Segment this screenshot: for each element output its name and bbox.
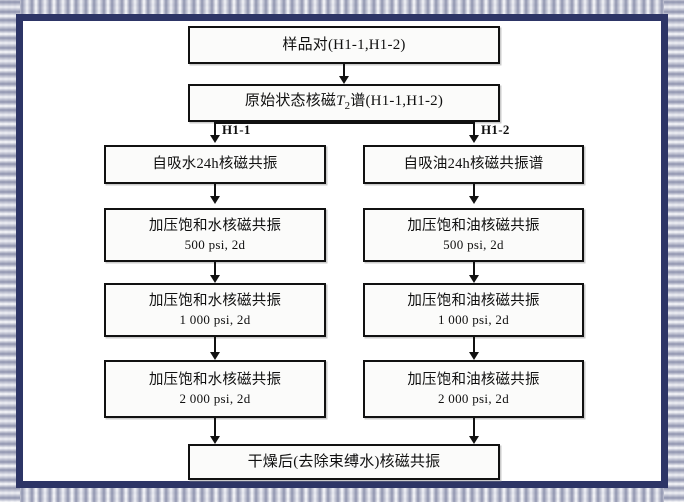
connector-l3-l4-line <box>214 337 216 352</box>
branch-left-arrow <box>210 135 220 143</box>
node-sample-pair-label: 样品对(H1-1,H1-2) <box>282 36 406 53</box>
connector-r1-r2-arrow <box>469 196 479 204</box>
connector-r4-dry-line <box>473 418 475 436</box>
node-right-saturated-oil-1000psi-line2: 1 000 psi, 2d <box>437 311 510 327</box>
branch-right-drop-line <box>473 122 475 135</box>
node-right-saturated-oil-2000psi-line2: 2 000 psi, 2d <box>437 390 510 406</box>
connector-sample-to-initial-arrow <box>339 76 349 84</box>
node-right-imbibition-oil-line1: 自吸油24h核磁共振谱 <box>403 156 544 173</box>
connector-sample-to-initial-line <box>343 64 345 76</box>
node-dried-bound-water-removed-label: 干燥后(去除束缚水)核磁共振 <box>247 453 441 470</box>
node-right-imbibition-oil: 自吸油24h核磁共振谱 <box>363 145 584 184</box>
connector-l1-l2-arrow <box>210 196 220 204</box>
node-left-saturated-water-2000psi: 加压饱和水核磁共振 2 000 psi, 2d <box>104 360 326 418</box>
node-left-saturated-water-1000psi: 加压饱和水核磁共振 1 000 psi, 2d <box>104 283 326 337</box>
node-left-imbibition-water: 自吸水24h核磁共振 <box>104 145 326 184</box>
connector-r1-r2-line <box>473 184 475 196</box>
connector-r3-r4-arrow <box>469 352 479 360</box>
connector-r4-dry-arrow <box>469 436 479 444</box>
connector-l1-l2-line <box>214 184 216 196</box>
node-right-saturated-oil-1000psi: 加压饱和油核磁共振 1 000 psi, 2d <box>363 283 584 337</box>
node-left-saturated-water-2000psi-line2: 2 000 psi, 2d <box>179 390 251 406</box>
connector-l2-l3-line <box>214 262 216 275</box>
connector-l4-dry-arrow <box>210 436 220 444</box>
branch-label-left: H1-1 <box>222 122 251 137</box>
node-sample-pair: 样品对(H1-1,H1-2) <box>188 26 500 64</box>
node-initial-t2-spectrum-label: 原始状态核磁T2谱(H1-1,H1-2) <box>244 93 444 113</box>
branch-right-arrow <box>469 135 479 143</box>
node-initial-t2-spectrum: 原始状态核磁T2谱(H1-1,H1-2) <box>188 84 500 122</box>
connector-l2-l3-arrow <box>210 275 220 283</box>
connector-l3-l4-arrow <box>210 352 220 360</box>
node-left-saturated-water-500psi: 加压饱和水核磁共振 500 psi, 2d <box>104 208 326 262</box>
node-left-saturated-water-2000psi-line1: 加压饱和水核磁共振 <box>148 371 282 388</box>
branch-split-horizontal-line <box>214 122 474 124</box>
node-left-saturated-water-1000psi-line1: 加压饱和水核磁共振 <box>148 292 282 309</box>
branch-label-right: H1-2 <box>481 122 510 137</box>
node-right-saturated-oil-1000psi-line1: 加压饱和油核磁共振 <box>407 292 540 309</box>
connector-r3-r4-line <box>473 337 475 352</box>
node-left-saturated-water-500psi-line2: 500 psi, 2d <box>184 236 246 252</box>
node-right-saturated-oil-500psi-line2: 500 psi, 2d <box>443 236 504 252</box>
node-left-imbibition-water-line1: 自吸水24h核磁共振 <box>152 156 278 173</box>
node-right-saturated-oil-500psi: 加压饱和油核磁共振 500 psi, 2d <box>363 208 584 262</box>
branch-left-drop-line <box>214 122 216 135</box>
node-right-saturated-oil-2000psi: 加压饱和油核磁共振 2 000 psi, 2d <box>363 360 584 418</box>
node-dried-bound-water-removed: 干燥后(去除束缚水)核磁共振 <box>188 444 500 480</box>
node-right-saturated-oil-500psi-line1: 加压饱和油核磁共振 <box>407 217 540 234</box>
node-right-saturated-oil-2000psi-line1: 加压饱和油核磁共振 <box>407 371 540 388</box>
flowchart-diagram: 样品对(H1-1,H1-2) 原始状态核磁T2谱(H1-1,H1-2) H1-1… <box>23 21 661 481</box>
connector-r2-r3-arrow <box>469 275 479 283</box>
node-left-saturated-water-500psi-line1: 加压饱和水核磁共振 <box>148 217 282 234</box>
connector-r2-r3-line <box>473 262 475 275</box>
node-left-saturated-water-1000psi-line2: 1 000 psi, 2d <box>179 311 251 327</box>
decorative-wave-band-right <box>664 0 684 502</box>
connector-l4-dry-line <box>214 418 216 436</box>
decorative-wave-band-left <box>0 0 20 502</box>
